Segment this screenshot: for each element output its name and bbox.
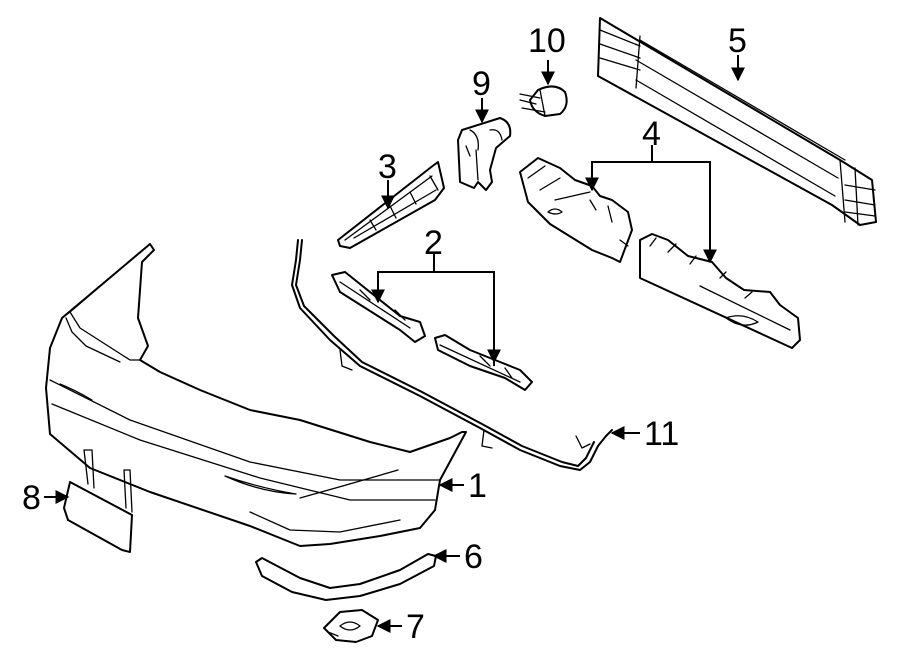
impact-bar[interactable]: [597, 17, 877, 226]
callout-3: 3: [378, 148, 397, 186]
bumper-cover[interactable]: [45, 243, 467, 547]
callout-5: 5: [728, 22, 747, 60]
molding-strip[interactable]: [255, 553, 437, 601]
callout-1: 1: [468, 467, 487, 505]
callout-4: 4: [642, 115, 661, 153]
wiring-harness[interactable]: [291, 239, 613, 471]
clip-nut[interactable]: [323, 609, 379, 643]
callout-2: 2: [424, 224, 443, 262]
callout-11: 11: [644, 415, 679, 453]
tow-hook-cover[interactable]: [63, 449, 133, 553]
callout-8: 8: [22, 479, 41, 517]
park-assist-sensor[interactable]: [519, 85, 568, 117]
callout-7: 7: [406, 608, 425, 646]
callout-6: 6: [464, 538, 483, 576]
callout-leaders: [44, 55, 745, 633]
callout-9: 9: [472, 65, 491, 103]
sensor-bracket[interactable]: [457, 117, 512, 191]
callout-labels: 1 2 3 4 5 6 7 8 9 10 11: [22, 22, 747, 646]
bumper-guides[interactable]: [331, 271, 533, 391]
energy-absorbers[interactable]: [519, 157, 801, 349]
callout-10: 10: [528, 22, 566, 60]
